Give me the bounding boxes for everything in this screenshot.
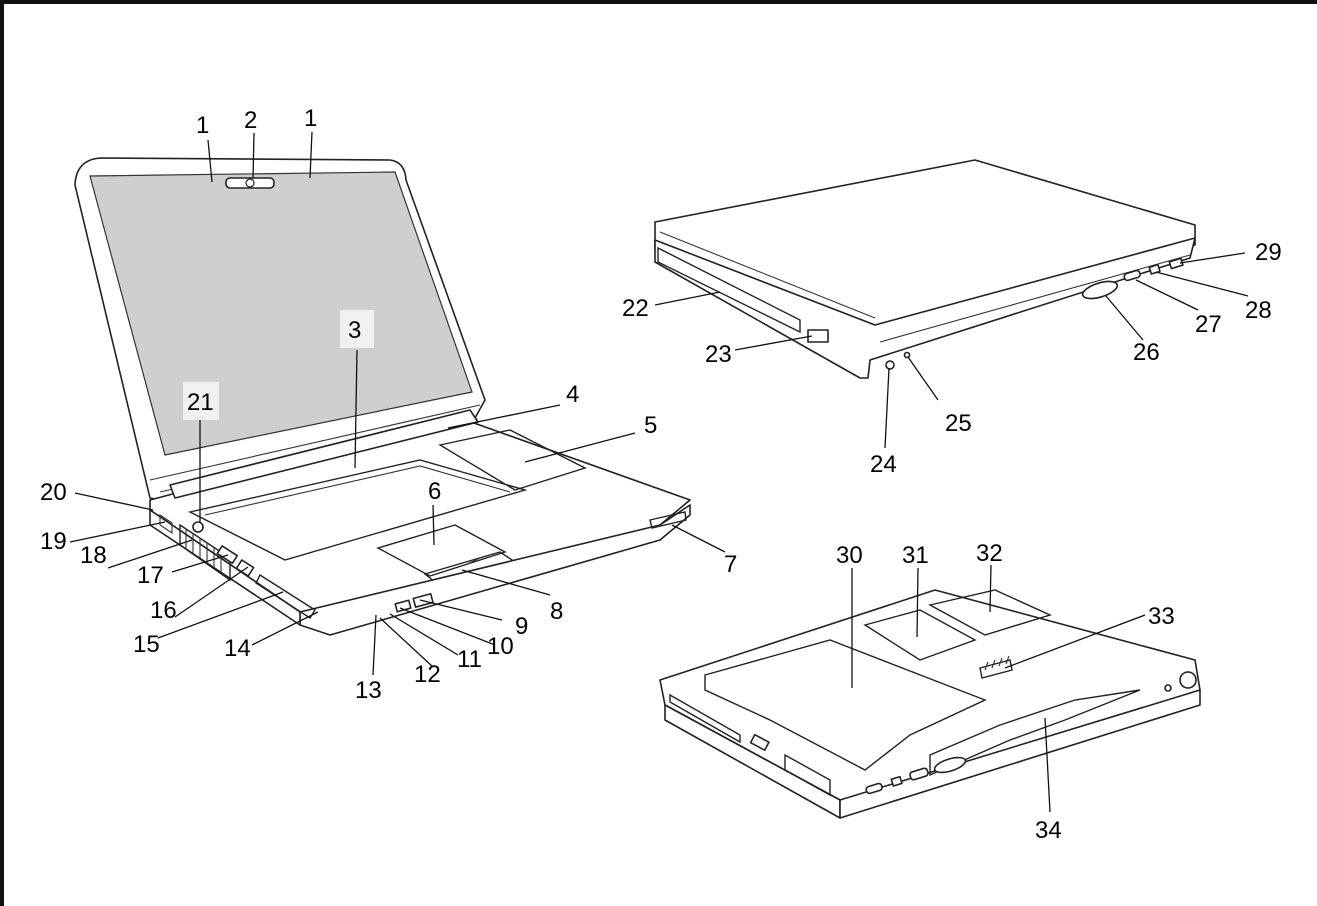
pc-card-slot [255, 573, 316, 619]
keyboard-area [187, 459, 528, 561]
hdd-cover [928, 589, 1052, 636]
callout-label: 19 [40, 528, 67, 555]
callout-label: 34 [1035, 817, 1062, 844]
open-laptop [74, 157, 691, 636]
callout-label: 23 [705, 341, 732, 368]
expansion-cover [929, 689, 1141, 777]
callout-label: 14 [224, 635, 251, 662]
callout-label: 32 [976, 540, 1003, 567]
callout-label: 1 [196, 112, 209, 139]
callout-label: 3 [348, 317, 361, 344]
callout-label: 17 [137, 562, 164, 589]
callout-label: 1 [304, 105, 317, 132]
callout-label: 7 [724, 551, 737, 578]
callout-label: 24 [870, 451, 897, 478]
label-3-box [340, 310, 374, 348]
callout-label: 30 [836, 542, 863, 569]
indicator-led [903, 351, 911, 359]
callout-label: 5 [644, 412, 657, 439]
callout-label: 4 [566, 381, 579, 408]
power-button [192, 521, 204, 533]
callout-label: 22 [622, 295, 649, 322]
callout-label: 9 [515, 613, 528, 640]
callout-label: 20 [40, 479, 67, 506]
callout-label: 27 [1195, 311, 1222, 338]
callout-label: 15 [133, 631, 160, 658]
callout-label: 31 [902, 542, 929, 569]
front-slider [1081, 280, 1119, 300]
callout-label: 10 [487, 633, 514, 660]
memory-cover [863, 609, 977, 661]
callout-label: 16 [150, 597, 177, 624]
callout-label: 21 [187, 389, 214, 416]
label-21-box [183, 382, 219, 420]
touchpad [376, 524, 507, 577]
side-port [807, 329, 829, 343]
callout-label: 11 [457, 646, 482, 673]
callout-label: 6 [428, 478, 441, 505]
laptop-underside [659, 589, 1201, 819]
callout-label: 28 [1245, 297, 1272, 324]
callout-label: 33 [1148, 603, 1175, 630]
callout-label: 8 [550, 598, 563, 625]
callout-label: 18 [80, 542, 107, 569]
optical-drive [657, 246, 801, 334]
closed-laptop-front [654, 159, 1196, 379]
callout-label: 25 [945, 410, 972, 437]
left-side-ports [159, 513, 316, 619]
callout-label: 2 [244, 107, 257, 134]
webcam-lens [245, 178, 255, 188]
callout-label: 12 [414, 661, 441, 688]
callout-lines [69, 131, 1249, 813]
network-port [235, 559, 255, 577]
callout-label: 29 [1255, 239, 1282, 266]
battery-compartment [704, 639, 987, 771]
callout-label: 13 [355, 677, 382, 704]
callout-label: 26 [1133, 339, 1160, 366]
callout-labels: 1 2 1 3 4 5 6 7 8 9 10 11 12 13 14 15 16… [40, 105, 1282, 844]
info-display-panel [438, 429, 587, 491]
audio-jack [885, 360, 895, 370]
